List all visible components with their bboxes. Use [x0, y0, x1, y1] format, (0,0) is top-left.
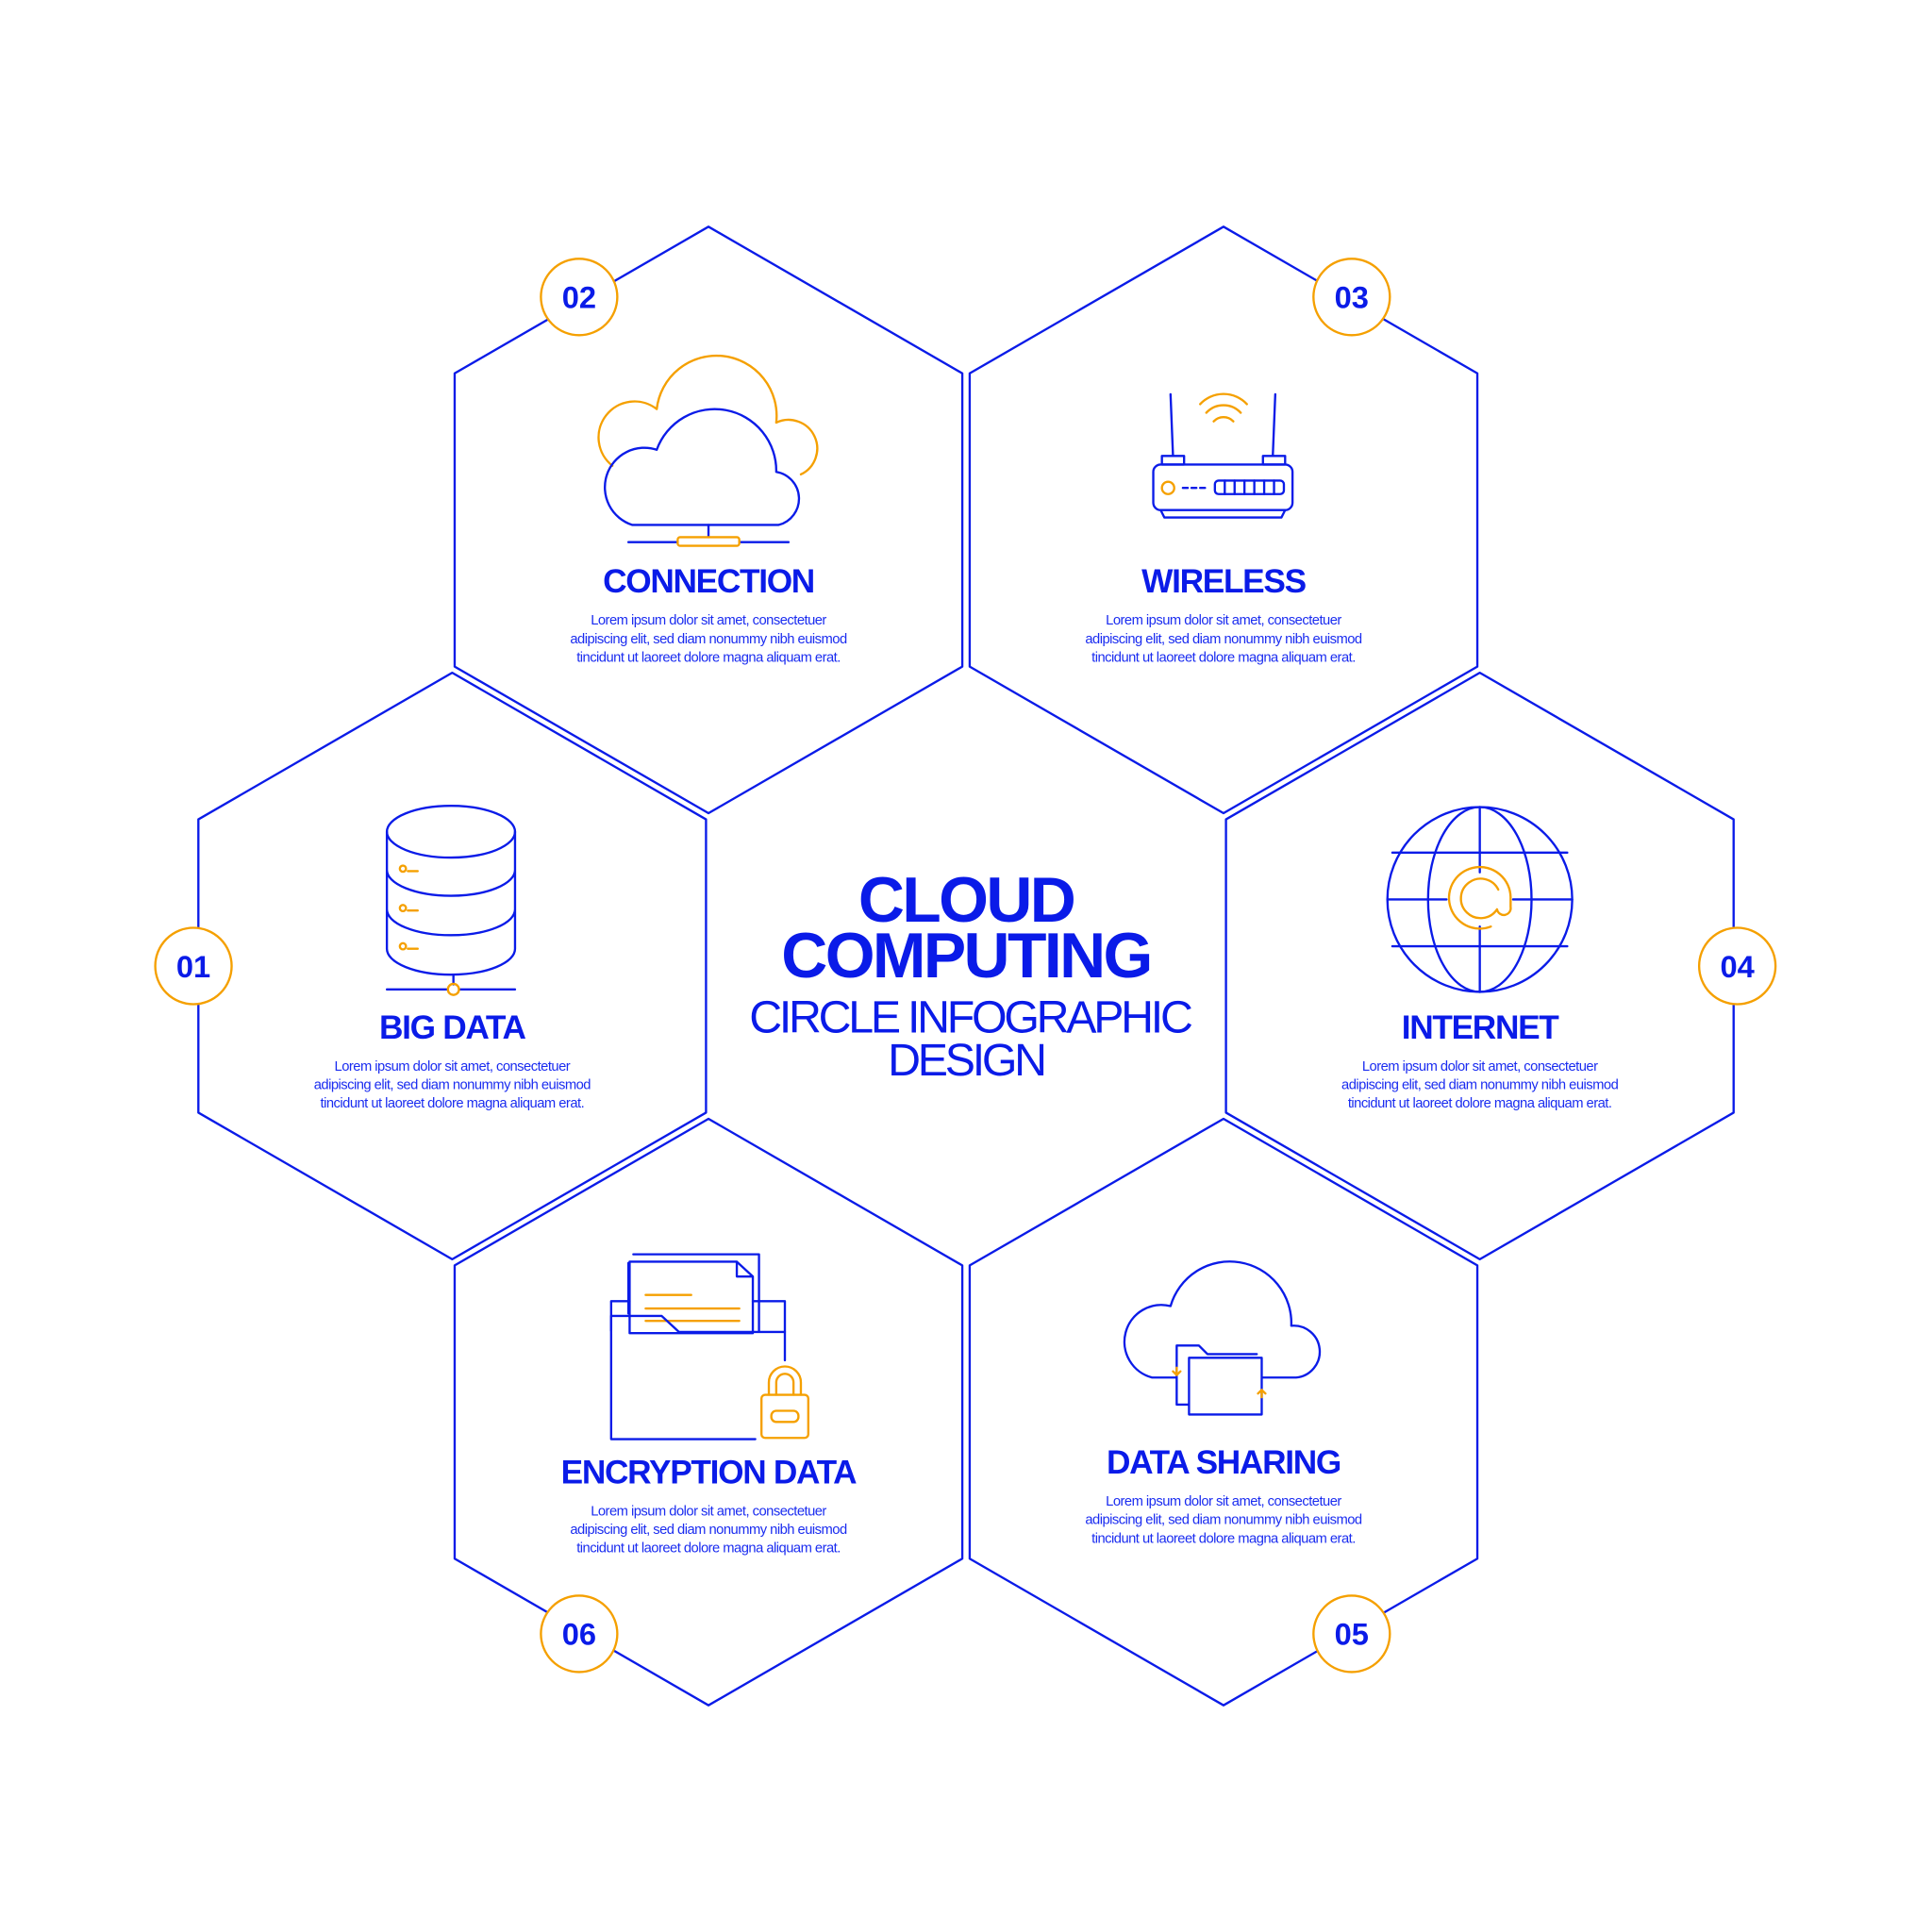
item-title: INTERNET [1402, 1009, 1560, 1046]
item-05: DATA SHARING Lorem ipsum dolor sit amet, … [1085, 1444, 1391, 1674]
items: BIG DATA Lorem ipsum dolor sit amet, cons… [154, 258, 1777, 1674]
item-description: tincidunt ut laoreet dolore magna aliqua… [1091, 1531, 1356, 1546]
item-description: tincidunt ut laoreet dolore magna aliqua… [576, 650, 841, 665]
item-description: adipiscing elit, sed diam nonummy nibh e… [1085, 1513, 1362, 1528]
badge-number: 01 [176, 949, 210, 984]
number-badge: 04 [1697, 926, 1777, 1006]
number-badge: 02 [540, 258, 619, 337]
badge-number: 05 [1335, 1617, 1369, 1652]
hexagon-06 [453, 1117, 964, 1707]
item-title: ENCRYPTION DATA [561, 1455, 858, 1491]
badge-circle [540, 258, 619, 337]
center-title: CLOUD COMPUTING CIRCLE INFOGRAPHIC DESIG… [749, 865, 1195, 1086]
cloud-folder-icon [1123, 1260, 1322, 1416]
item-title: DATA SHARING [1107, 1444, 1341, 1481]
item-03: WIRELESS Lorem ipsum dolor sit amet, cons… [1085, 258, 1391, 665]
item-description: Lorem ipsum dolor sit amet, consectetuer [335, 1059, 571, 1074]
item-description: tincidunt ut laoreet dolore magna aliqua… [1091, 650, 1356, 665]
hexagon-grid [197, 225, 1735, 1707]
router-icon [1152, 392, 1294, 519]
hexagon-03 [968, 225, 1479, 815]
title-line-2: COMPUTING [781, 921, 1150, 991]
item-title: BIG DATA [379, 1009, 526, 1046]
badge-number: 02 [562, 280, 596, 315]
hexagon-04 [1224, 671, 1735, 1261]
badge-circle [1312, 1594, 1391, 1674]
hexagon-02 [453, 225, 964, 815]
item-description: Lorem ipsum dolor sit amet, consectetuer [591, 1505, 826, 1520]
item-06: ENCRYPTION DATA Lorem ipsum dolor sit ame… [540, 1455, 858, 1674]
item-description: Lorem ipsum dolor sit amet, consectetuer [1106, 613, 1341, 628]
item-description: Lorem ipsum dolor sit amet, consectetuer [1362, 1059, 1598, 1074]
badge-circle [1697, 926, 1777, 1006]
item-description: adipiscing elit, sed diam nonummy nibh e… [1341, 1078, 1619, 1093]
number-badge: 05 [1312, 1594, 1391, 1674]
title-line-1: CLOUD [858, 865, 1074, 936]
item-description: adipiscing elit, sed diam nonummy nibh e… [570, 1523, 847, 1538]
item-04: INTERNET Lorem ipsum dolor sit amet, cons… [1341, 926, 1777, 1111]
item-description: Lorem ipsum dolor sit amet, consectetuer [1106, 1494, 1341, 1509]
locked-folder-icon [609, 1253, 809, 1441]
item-description: Lorem ipsum dolor sit amet, consectetuer [591, 613, 826, 628]
number-badge: 01 [154, 926, 233, 1006]
badge-circle [1312, 258, 1391, 337]
badge-number: 04 [1720, 949, 1754, 984]
item-description: adipiscing elit, sed diam nonummy nibh e… [314, 1078, 591, 1093]
item-description: tincidunt ut laoreet dolore magna aliqua… [1348, 1096, 1612, 1111]
badge-number: 03 [1335, 280, 1369, 315]
item-description: adipiscing elit, sed diam nonummy nibh e… [570, 632, 847, 647]
item-description: tincidunt ut laoreet dolore magna aliqua… [321, 1096, 585, 1111]
item-description: tincidunt ut laoreet dolore magna aliqua… [576, 1541, 841, 1557]
item-description: adipiscing elit, sed diam nonummy nibh e… [1085, 632, 1362, 647]
number-badge: 03 [1312, 258, 1391, 337]
number-badge: 06 [540, 1594, 619, 1674]
badge-number: 06 [562, 1617, 596, 1652]
item-02: CONNECTION Lorem ipsum dolor sit amet, co… [540, 258, 847, 665]
cloud-network-icon [597, 354, 819, 547]
globe-icon [1386, 806, 1574, 993]
item-title: CONNECTION [603, 563, 814, 600]
item-01: BIG DATA Lorem ipsum dolor sit amet, cons… [154, 926, 591, 1111]
badge-circle [540, 1594, 619, 1674]
hexagon-05 [968, 1117, 1479, 1707]
subtitle-line-2: DESIGN [888, 1035, 1044, 1086]
subtitle-line-1: CIRCLE INFOGRAPHIC [749, 992, 1192, 1043]
database-icon [385, 805, 517, 996]
badge-circle [154, 926, 233, 1006]
item-title: WIRELESS [1141, 563, 1306, 600]
hexagon-01 [197, 671, 708, 1261]
